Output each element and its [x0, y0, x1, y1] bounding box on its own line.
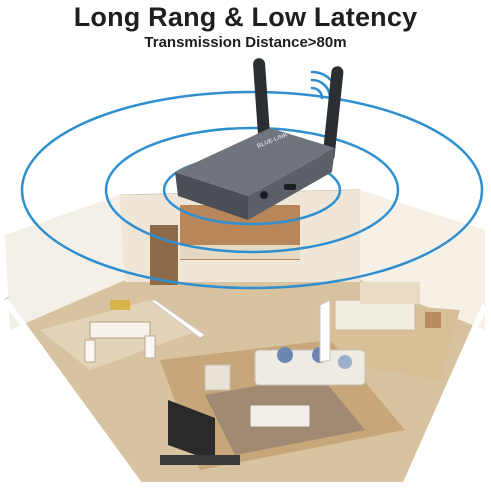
coffee-table: [249, 404, 311, 428]
signal-ring-3: [104, 126, 400, 254]
chandelier: [110, 300, 130, 310]
front-wall-edge: [2, 298, 488, 488]
wall-divider-left: [148, 299, 206, 339]
bed-headboard: [360, 282, 420, 304]
dining-table: [89, 321, 151, 339]
dining-chair-1: [84, 339, 96, 363]
wall-divider-right: [319, 299, 331, 363]
device-front: [175, 172, 248, 220]
antenna-right: [322, 66, 344, 162]
nightstand: [425, 312, 441, 328]
device-top: [175, 128, 335, 196]
cushion-1: [277, 347, 293, 363]
bed: [334, 299, 416, 331]
tv-stand: [160, 455, 240, 465]
dining-chair-2: [144, 335, 156, 359]
usb-port: [284, 184, 296, 190]
tv-screen: [168, 400, 215, 462]
back-wall-right: [360, 190, 485, 330]
audio-port: [260, 191, 268, 199]
house-cutaway: [2, 189, 488, 488]
signal-rings: [20, 90, 484, 290]
armchair: [204, 364, 231, 391]
headline-title: Long Rang & Low Latency: [73, 2, 418, 32]
kitchen-shelves: [150, 225, 178, 285]
signal-ring-4: [20, 90, 484, 290]
bluetooth-receiver-device: BLUE-LINK: [175, 58, 344, 220]
back-wall-left: [5, 195, 125, 330]
cushion-3: [338, 355, 352, 369]
headline-subtitle: Transmission Distance>80m: [144, 34, 347, 51]
